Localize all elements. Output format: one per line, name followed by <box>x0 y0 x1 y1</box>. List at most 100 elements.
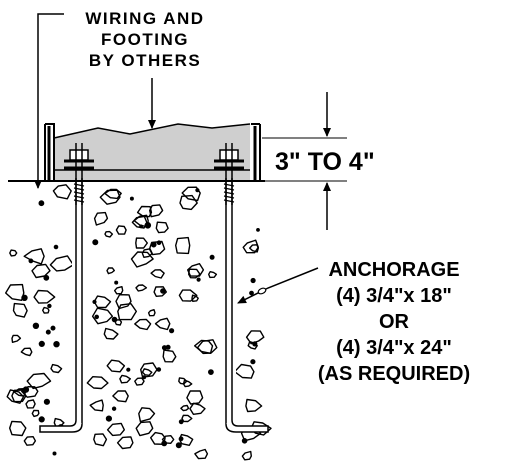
aggregate-pebble <box>180 404 190 412</box>
aggregate-pebble <box>38 200 45 207</box>
aggregate-pebble <box>186 390 204 405</box>
aggregate-pebble <box>43 274 50 281</box>
aggregate-pebble <box>104 230 114 238</box>
aggregate-pebble <box>175 236 191 255</box>
aggregate-pebble <box>162 349 177 363</box>
aggregate-pebble <box>94 314 99 320</box>
aggregate-pebble <box>134 377 145 386</box>
aggregate-pebble <box>52 184 72 200</box>
aggregate-pebble <box>130 251 154 268</box>
aggregate-pebble <box>50 363 63 374</box>
anchorage-label-line1: ANCHORAGE <box>328 259 459 281</box>
aggregate-pebble <box>209 254 215 260</box>
aggregate-pebble <box>53 244 59 250</box>
aggregate-pebble <box>250 277 256 284</box>
aggregate-pebble <box>23 436 37 446</box>
aggregate-pebble <box>31 409 40 418</box>
aggregate-pebble <box>196 339 218 355</box>
aggregate-pebble <box>5 283 25 301</box>
aggregate-pebble <box>93 433 108 447</box>
aggregate-pebble <box>91 307 114 325</box>
aggregate-pebble <box>208 271 218 279</box>
aggregate-pebble <box>111 406 117 411</box>
aggregate-pebble <box>21 386 39 398</box>
aggregate-pebble <box>52 451 57 456</box>
aggregate-pebble <box>32 322 40 329</box>
aggregate-pebble <box>20 347 33 357</box>
aggregate-pebble <box>134 318 152 331</box>
aggregate-pebble <box>175 442 182 449</box>
aggregate-pebble <box>155 221 169 234</box>
aggregate-pebble <box>126 367 131 372</box>
aggregate-pebble <box>195 188 200 193</box>
wiring-label-line3: BY OTHERS <box>89 51 201 70</box>
aggregate-pebble <box>188 268 201 279</box>
aggregate-pebble <box>116 436 134 450</box>
aggregate-pebble <box>154 317 171 331</box>
aggregate-pebble <box>150 269 165 279</box>
aggregate-pebble <box>11 334 22 343</box>
aggregate-pebble <box>136 205 153 218</box>
anchorage-label-line2: (4) 3/4"x 18" <box>336 285 452 307</box>
aggregate-pebble <box>135 284 148 292</box>
aggregate-pebble <box>178 433 194 446</box>
aggregate-pebble <box>28 258 34 264</box>
right-anchor-bolt <box>222 178 269 433</box>
aggregate-pebble <box>153 286 167 297</box>
aggregate-pebble <box>160 288 166 294</box>
aggregate-pebble <box>22 386 30 393</box>
anchorage-label-line5: (AS REQUIRED) <box>318 363 470 385</box>
aggregate-pebble <box>117 303 137 321</box>
grout-top-edge <box>53 123 251 139</box>
grout-pad <box>54 124 250 181</box>
aggregate-pebble <box>50 325 56 331</box>
anchorage-leader-line <box>237 267 319 304</box>
aggregate-pebble <box>187 263 205 277</box>
aggregate-pebble <box>161 435 175 444</box>
aggregate-pebble <box>241 450 252 461</box>
aggregate-pebble <box>99 189 121 205</box>
aggregate-pebble <box>42 306 50 314</box>
base-frame-left <box>44 123 55 181</box>
aggregate-pebble <box>106 267 115 275</box>
aggregate-pebble <box>114 280 119 285</box>
aggregate-pebble <box>119 374 131 384</box>
aggregate-pebble <box>234 363 255 379</box>
anchorage-label-line3: OR <box>379 311 410 333</box>
aggregate-pebble <box>38 416 45 423</box>
aggregate-pebble <box>249 244 259 253</box>
aggregate-pebble <box>181 186 201 202</box>
aggregate-pebble <box>106 422 125 437</box>
aggregate-pebble <box>47 303 52 309</box>
right-nut-assembly <box>214 143 244 200</box>
aggregate-pebble <box>196 277 201 282</box>
aggregate-pebble <box>178 377 188 385</box>
aggregate-pebble <box>149 204 164 218</box>
aggregate-pebble <box>115 294 132 310</box>
aggregate-pebble <box>194 448 209 460</box>
aggregate-pebble <box>9 420 27 437</box>
aggregate-pebble <box>12 302 28 318</box>
aggregate-pebble <box>114 286 124 295</box>
concrete-aggregate <box>5 184 272 461</box>
aggregate-pebble <box>92 239 99 246</box>
aggregate-pebble <box>135 237 148 249</box>
base-frame-right <box>251 123 261 181</box>
wiring-label-line2: FOOTING <box>101 30 189 49</box>
aggregate-pebble <box>38 340 45 348</box>
aggregate-pebble <box>23 248 45 265</box>
aggregate-pebble <box>245 330 265 345</box>
aggregate-pebble <box>161 440 168 447</box>
aggregate-pebble <box>25 399 36 409</box>
aggregate-pebble <box>140 362 158 378</box>
aggregate-pebble <box>148 240 166 256</box>
aggregate-pebble <box>141 368 153 376</box>
aggregate-pebble <box>33 289 56 304</box>
aggregate-pebble <box>114 319 123 326</box>
aggregate-pebble <box>256 227 260 232</box>
aggregate-pebble <box>89 399 104 412</box>
aggregate-pebble <box>147 309 156 317</box>
aggregate-pebble <box>250 359 256 365</box>
aggregate-pebble <box>86 376 109 390</box>
